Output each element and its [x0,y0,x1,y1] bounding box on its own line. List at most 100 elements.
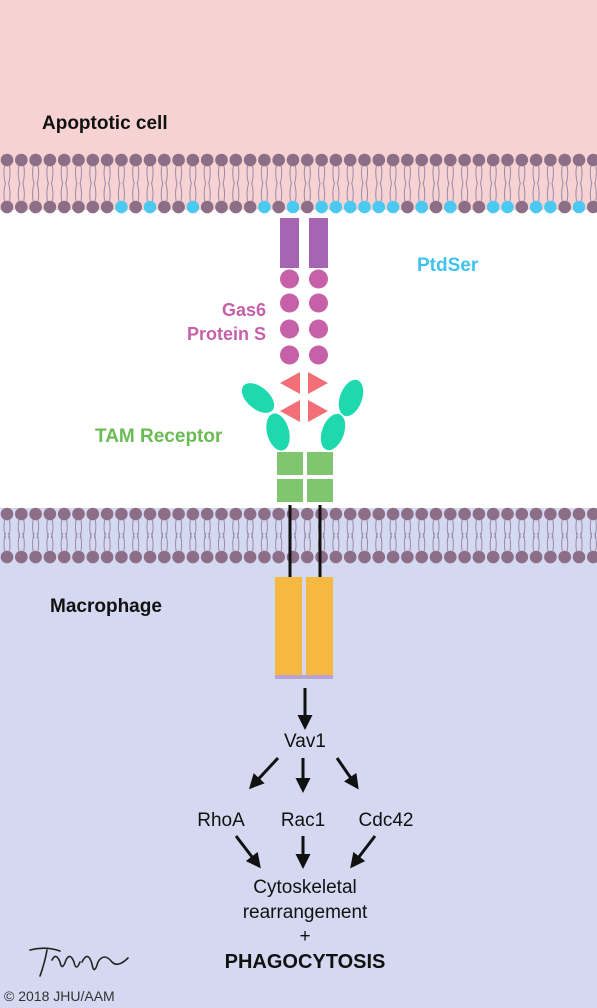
lipid-head [315,153,328,167]
lipid-tail [303,532,311,552]
lg-triangle [308,400,328,422]
ptdser-head [258,200,271,214]
lipid-head [486,507,500,521]
lipid-head [143,153,157,167]
ptdser-head [329,200,343,214]
lipid-tail [375,182,383,202]
lipid-head [301,550,314,564]
lipid-head [343,507,357,521]
lipid-head [158,550,171,564]
lipid-tail [260,182,268,202]
lipid-tail [589,532,597,552]
lipid-tail [561,182,569,202]
lipid-tail [32,182,40,202]
lipid-tail [175,532,183,552]
lipid-head [243,507,257,521]
lipid-tail [217,165,226,185]
lipid-tail [32,165,40,185]
lipid-tail [532,182,540,202]
lipid-head [544,153,557,167]
lipid-head [129,507,142,521]
lipid-head [200,507,214,521]
arrow-vav1-to-cdc42 [335,757,359,790]
lipid-tail [432,532,440,552]
lipid-head [0,507,14,521]
gas6-egf-domain [280,345,299,365]
lipid-tail [446,182,454,202]
ptdser-head [343,200,357,214]
lipid-tail [3,532,11,552]
lipid-tail [60,532,68,552]
lipid-tail [160,165,168,185]
lipid-head [401,153,414,167]
lipid-head [143,507,157,521]
lipid-tail [103,182,111,202]
lipid-tail [461,182,469,202]
ptdser-head [186,200,200,214]
lipid-tail [546,165,554,185]
lipid-head [329,507,343,521]
lipid-head [515,200,529,214]
lipid-tail [575,182,583,202]
lipid-head [29,153,42,167]
cdc42-label: Cdc42 [359,810,414,831]
ig-domain [266,413,290,451]
lipid-head [315,550,328,564]
lipid-head [14,200,28,214]
apoptotic-cell-region [0,0,597,210]
lipid-tail [103,532,111,552]
lipid-tail [432,182,440,202]
lipid-tail [375,165,383,185]
lipid-head [172,507,185,521]
arrow-vav1-to-rhoa [248,756,280,790]
lg-triangle [308,372,328,394]
ptdser-head [143,200,157,214]
lipid-tail [275,532,283,552]
arrow-cdc42-to-outcome [350,835,377,869]
lipid-tail [532,532,540,552]
lipid-head [472,153,486,167]
lipid-head [215,550,228,564]
fn3-domain [277,479,303,502]
rhoa-label: RhoA [197,810,245,831]
lipid-head [215,507,228,521]
lipid-tail [103,165,111,185]
lipid-head [229,507,243,521]
lipid-head [72,507,85,521]
lipid-tail [318,165,326,185]
lipid-head [229,153,243,167]
lipid-tail [146,165,154,185]
lipid-tail [303,165,311,185]
fn3-domain [277,452,303,475]
lipid-tail [203,532,211,552]
lipid-tail [489,165,497,185]
lipid-tail [503,182,512,202]
lipid-head [57,507,71,521]
lipid-head [386,507,400,521]
lipid-head [529,153,543,167]
ptdser-head [572,200,586,214]
lipid-head [243,200,257,214]
lipid-head [100,200,114,214]
lipid-head [558,507,571,521]
lipid-head [72,153,85,167]
lipid-tail [518,532,526,552]
tam-kinase-domains [275,577,333,679]
fn3-domain [307,452,333,475]
lipid-head [0,200,14,214]
lipid-tail [74,165,83,185]
lipid-tail [74,182,83,202]
lipid-tail [589,182,597,202]
macrophage-membrane [0,507,597,564]
lipid-head [258,507,271,521]
lipid-head [72,200,85,214]
lipid-head [544,550,557,564]
lipid-head [587,550,597,564]
lipid-tail [575,532,583,552]
lipid-head [401,550,414,564]
lipid-tail [346,532,354,552]
lipid-head [358,507,371,521]
lipid-head [186,550,200,564]
lipid-head [301,200,314,214]
lipid-tail [3,165,11,185]
